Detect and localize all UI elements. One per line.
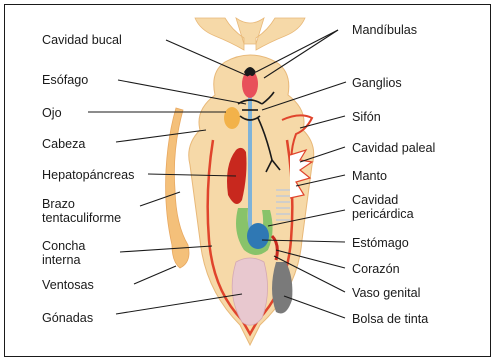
lead-sifon [300, 116, 345, 128]
label-cavidad-paleal: Cavidad paleal [352, 141, 435, 155]
labels-left: Cavidad bucal Esófago Ojo Cabeza Hepatop… [42, 33, 134, 325]
label-esofago: Esófago [42, 73, 88, 87]
label-ventosas: Ventosas [42, 278, 94, 292]
stomach [247, 223, 269, 249]
label-hepatopancreas: Hepatopáncreas [42, 168, 134, 182]
label-cabeza: Cabeza [42, 137, 85, 151]
eye [224, 107, 240, 129]
lead-bolsa-tinta [284, 296, 345, 318]
label-estomago: Estómago [352, 236, 409, 250]
tentacle-arm [166, 108, 189, 268]
label-corazon: Corazón [352, 262, 400, 276]
lead-concha [120, 246, 212, 252]
label-sifon: Sifón [352, 110, 381, 124]
label-bolsa-de-tinta: Bolsa de tinta [352, 312, 428, 326]
label-cavidad-pericardica: Cavidad pericárdica [352, 193, 414, 221]
label-brazo-tentaculiforme: Brazo tentaculiforme [42, 197, 121, 225]
lead-ventosas [134, 266, 176, 284]
label-vaso-genital: Vaso genital [352, 286, 420, 300]
label-cavidad-bucal: Cavidad bucal [42, 33, 122, 47]
label-ojo: Ojo [42, 106, 62, 120]
head-arms [195, 18, 305, 50]
label-concha-interna: Concha interna [42, 239, 89, 267]
label-gonadas: Gónadas [42, 311, 93, 325]
label-manto: Manto [352, 169, 387, 183]
label-mandibulas: Mandíbulas [352, 23, 417, 37]
labels-right: Mandíbulas Ganglios Sifón Cavidad paleal… [352, 23, 435, 326]
label-ganglios: Ganglios [352, 76, 402, 90]
